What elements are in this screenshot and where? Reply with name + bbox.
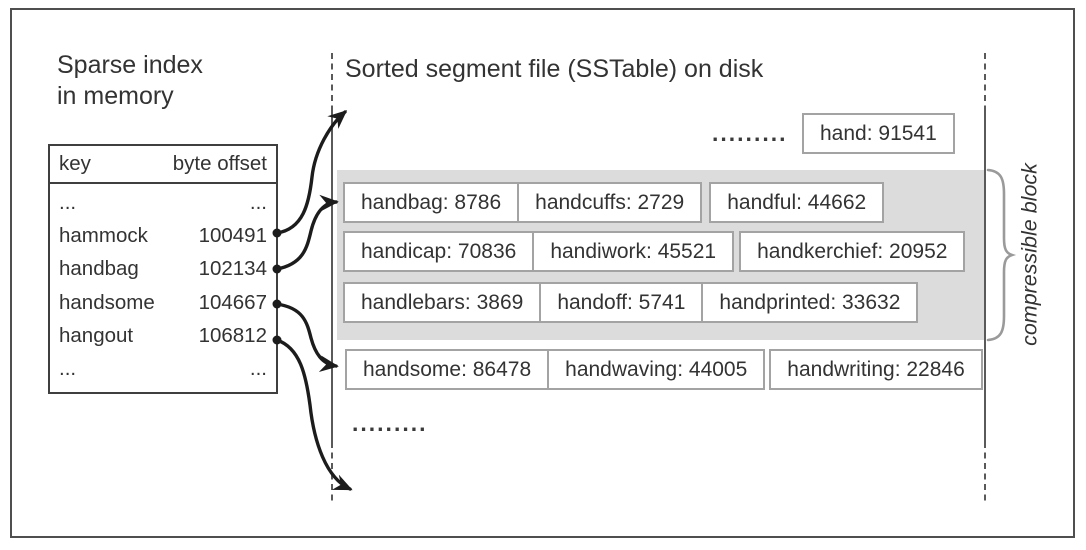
- row-key: ...: [59, 357, 77, 381]
- table-row: ... ...: [59, 191, 267, 215]
- sstable-entry: hand: 91541: [802, 113, 955, 154]
- table-row: hangout 106812: [59, 324, 267, 348]
- sstable-entry: handwriting: 22846: [769, 349, 983, 390]
- column-header-byte-offset: byte offset: [172, 152, 267, 175]
- row-key: ...: [59, 190, 77, 214]
- sstable-entry: handsome: 86478: [345, 349, 550, 390]
- compressible-block-region: handbag: 8786 handcuffs: 2729 handful: 4…: [337, 170, 985, 340]
- sstable-entry: handoff: 5741: [539, 282, 704, 323]
- sstable-entry: handiwork: 45521: [532, 231, 735, 272]
- memory-side-title: Sparse index in memory: [57, 50, 203, 112]
- column-header-key: key: [59, 152, 91, 175]
- row-offset: 106812: [198, 323, 267, 347]
- sparse-index-header-row: key byte offset: [50, 146, 276, 184]
- sstable-entry: handkerchief: 20952: [739, 231, 966, 272]
- sstable-entry-row: handsome: 86478 handwaving: 44005 handwr…: [345, 349, 983, 390]
- table-row: handbag 102134: [59, 257, 267, 281]
- row-offset: ...: [249, 190, 267, 214]
- sparse-index-table: key byte offset ... ... hammock 100491 h…: [48, 144, 278, 394]
- sstable-entry: handbag: 8786: [343, 182, 520, 223]
- table-row: ... ...: [59, 357, 267, 381]
- memory-side-title-line1: Sparse index: [57, 51, 203, 79]
- sstable-entry: handlebars: 3869: [343, 282, 542, 323]
- sstable-entry: handful: 44662: [709, 182, 885, 223]
- sstable-entry: handcuffs: 2729: [517, 182, 703, 223]
- row-offset: 102134: [198, 257, 267, 281]
- following-entries-ellipsis: .........: [352, 410, 428, 436]
- table-row: hammock 100491: [59, 224, 267, 248]
- preceding-entries-ellipsis: .........: [712, 120, 788, 146]
- sstable-entry: handicap: 70836: [343, 231, 535, 272]
- row-key: hangout: [59, 323, 134, 347]
- row-offset: ...: [249, 357, 267, 381]
- memory-side-title-line2: in memory: [57, 82, 174, 110]
- compressible-block-label: compressible block: [1017, 163, 1042, 346]
- row-offset: 100491: [198, 223, 267, 247]
- row-key: hammock: [59, 223, 148, 247]
- row-offset: 104667: [198, 290, 267, 314]
- sstable-entry-row: handicap: 70836 handiwork: 45521 handker…: [343, 231, 966, 272]
- row-key: handsome: [59, 290, 155, 314]
- sstable-entry: handwaving: 44005: [547, 349, 766, 390]
- sstable-entry-row: handlebars: 3869 handoff: 5741 handprint…: [343, 282, 919, 323]
- sstable-entry-row: handbag: 8786 handcuffs: 2729 handful: 4…: [343, 182, 885, 223]
- sparse-index-rows: ... ... hammock 100491 handbag 102134 ha…: [50, 184, 276, 392]
- disk-side-title: Sorted segment file (SSTable) on disk: [345, 55, 764, 83]
- table-row: handsome 104667: [59, 291, 267, 315]
- figure-border: [10, 8, 1075, 538]
- row-key: handbag: [59, 257, 139, 281]
- sstable-entry: handprinted: 33632: [701, 282, 919, 323]
